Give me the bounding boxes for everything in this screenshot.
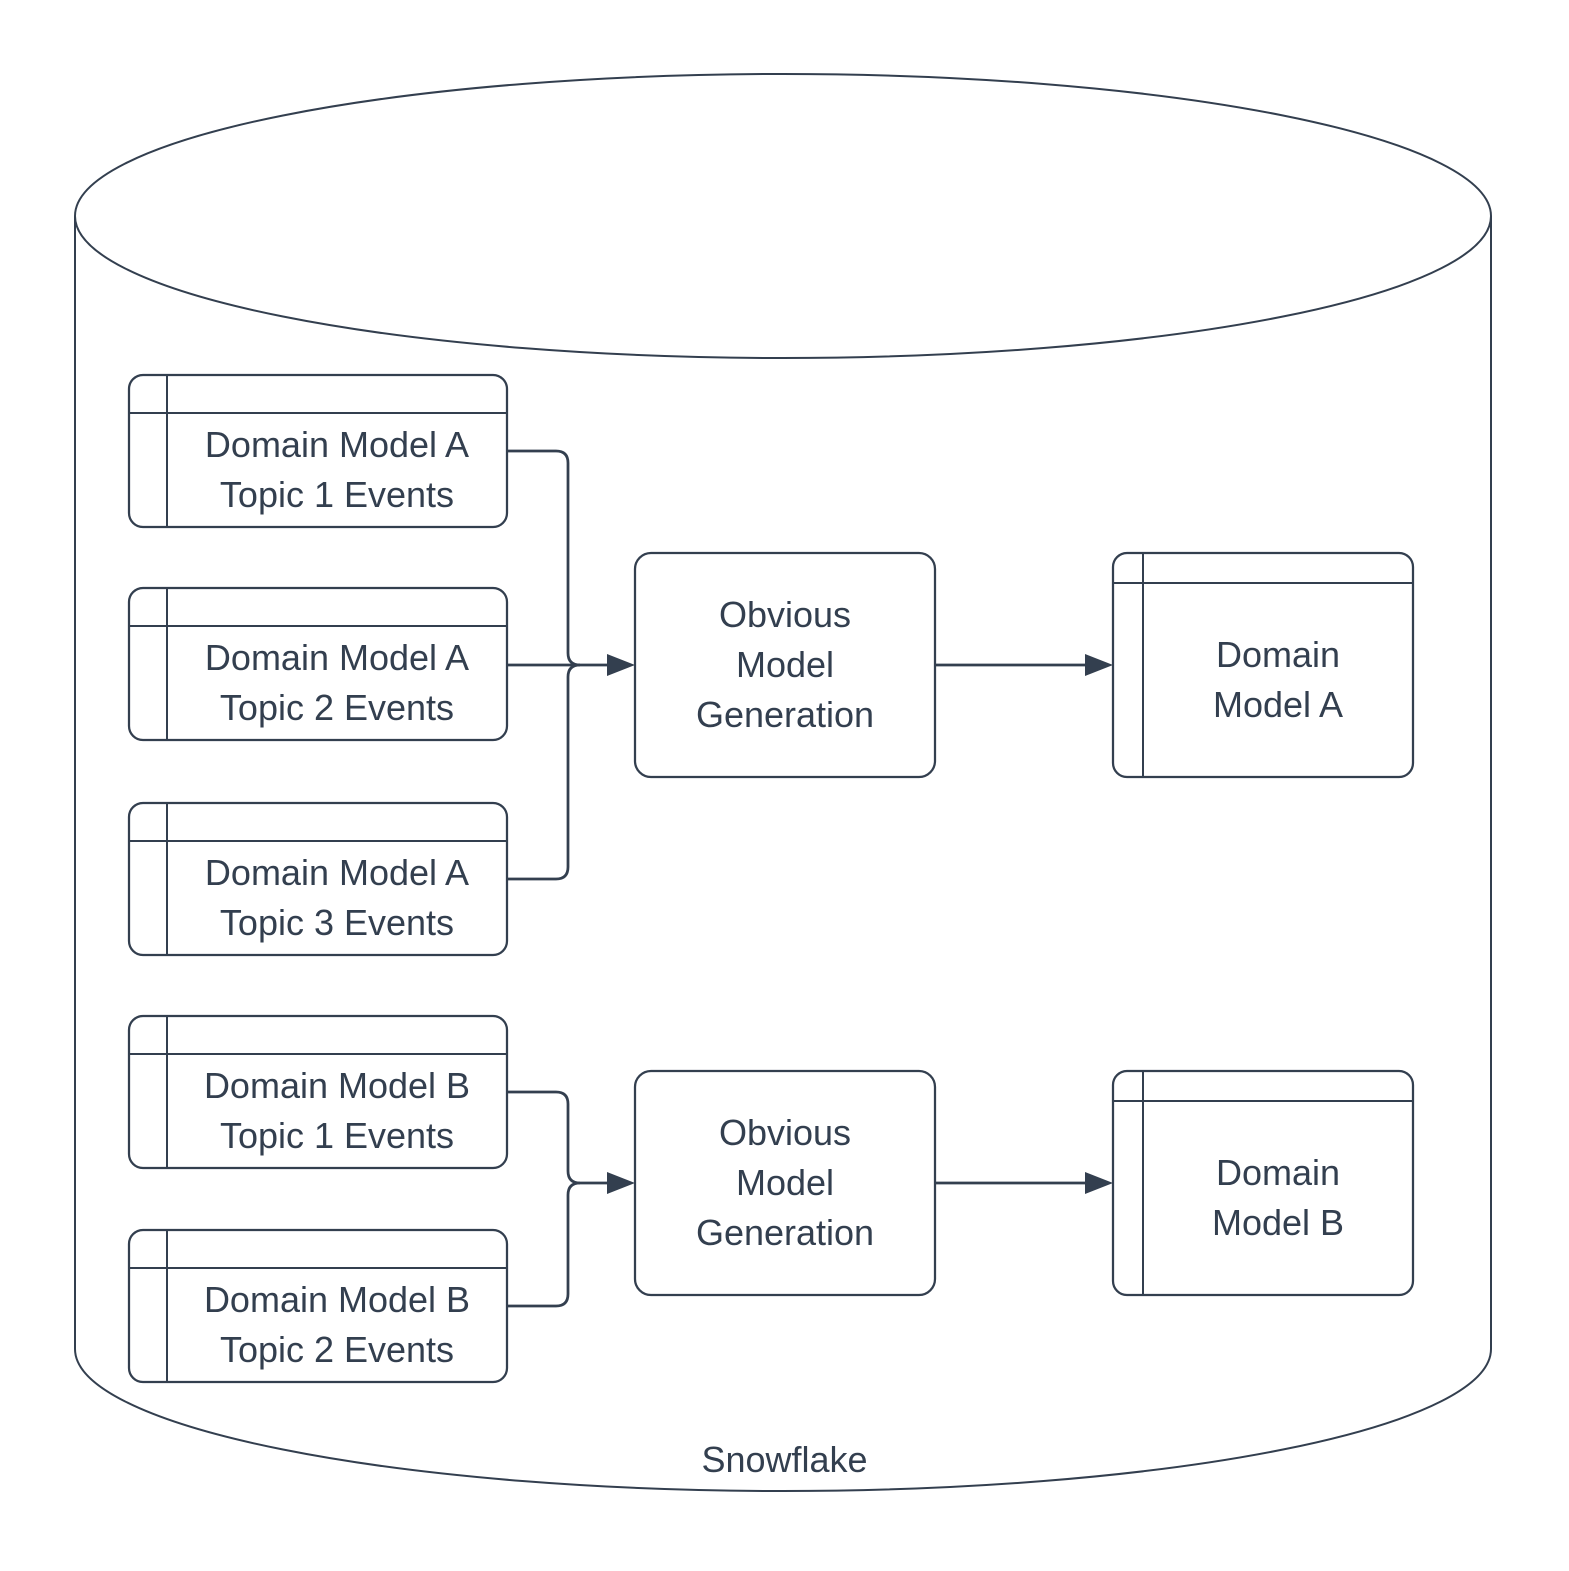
process-node-a [633, 551, 937, 779]
label-a-output: Domain Model A [1212, 634, 1344, 725]
cylinder-top-ellipse [74, 73, 1492, 359]
process-node-b [633, 1069, 937, 1297]
connector-a-topic3-to-process [507, 663, 581, 881]
label-b-output: Domain Model B [1211, 1152, 1345, 1243]
label-a-topic2: Domain Model A Topic 2 Events [204, 637, 470, 728]
label-snowflake-container: Snowflake [701, 1439, 868, 1480]
snowflake-container-shape [74, 73, 1492, 1492]
connector-b-topic2-to-process [507, 1181, 581, 1308]
table-node-b-topic2 [127, 1228, 509, 1384]
table-node-a-output [1111, 551, 1415, 779]
table-node-b-topic1 [127, 1014, 509, 1170]
table-node-b-output [1111, 1069, 1415, 1297]
label-a-process: Obvious Model Generation [695, 594, 875, 735]
table-outline [1111, 551, 1415, 779]
cylinder-body-outline [74, 216, 1492, 1492]
table-node-a-topic1 [127, 373, 509, 529]
arrowhead-b-sources-to-process [607, 1172, 635, 1194]
table-node-a-topic3 [127, 801, 509, 957]
label-a-topic1: Domain Model A Topic 1 Events [204, 424, 470, 515]
table-outline [1111, 1069, 1415, 1297]
arrowhead-b-process-to-output [1085, 1172, 1113, 1194]
label-a-topic3: Domain Model A Topic 3 Events [204, 852, 470, 943]
label-b-process: Obvious Model Generation [695, 1112, 875, 1253]
table-node-a-topic2 [127, 586, 509, 742]
connector-b-topic1-to-process [507, 1090, 581, 1185]
connectors-group-b [507, 1090, 1113, 1308]
connectors-group-a [507, 449, 1113, 881]
connector-a-topic1-to-process [507, 449, 581, 667]
arrowhead-a-sources-to-process [607, 654, 635, 676]
label-b-topic2: Domain Model B Topic 2 Events [203, 1279, 471, 1370]
arrowhead-a-process-to-output [1085, 654, 1113, 676]
label-b-topic1: Domain Model B Topic 1 Events [203, 1065, 471, 1156]
